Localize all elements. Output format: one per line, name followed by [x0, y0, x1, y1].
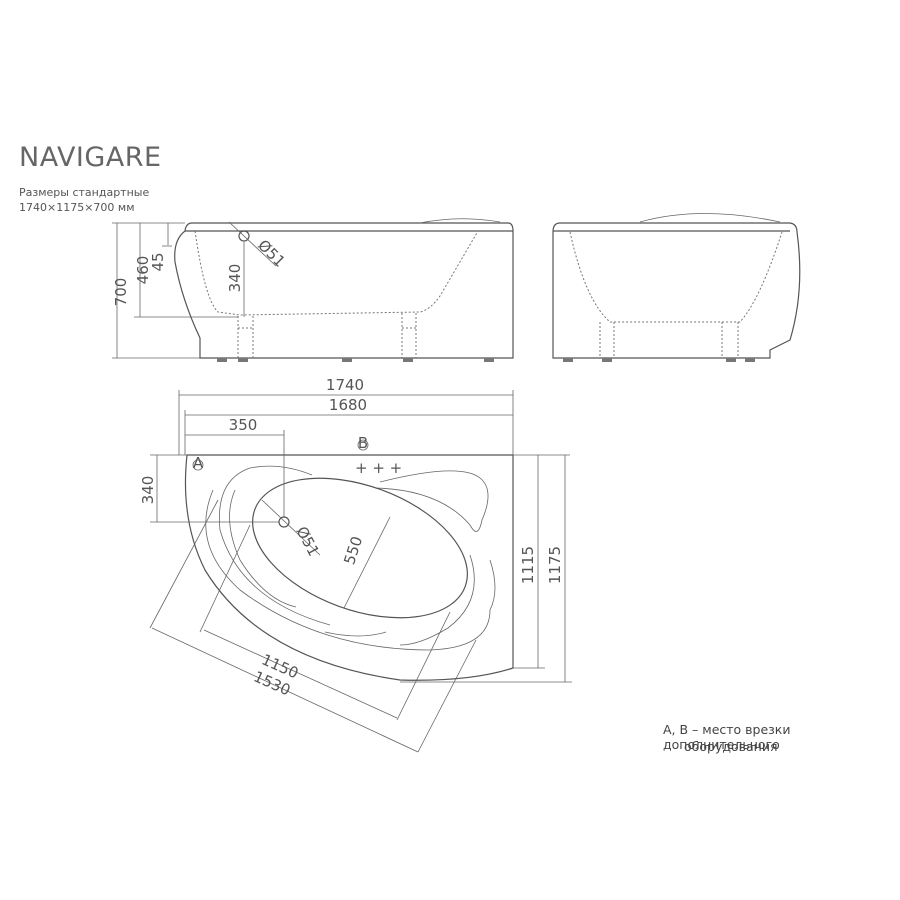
dim-700: 700	[112, 278, 130, 307]
dim-d51-side: Ø51	[254, 236, 289, 271]
svg-text:+ + +: + + +	[355, 459, 402, 477]
side-view-left: 700 460 45 340 Ø51	[112, 218, 514, 362]
top-view: A B + + + 1740 1680 350 340 Ø51 550 1115…	[139, 376, 572, 753]
dim-550: 550	[340, 534, 366, 567]
dim-45: 45	[149, 252, 167, 271]
dim-1680: 1680	[329, 396, 367, 414]
dim-340: 340	[226, 264, 244, 293]
marker-b: B	[358, 434, 368, 452]
note-line-2: оборудования	[684, 739, 778, 754]
dimensions-text: 1740×1175×700 мм	[19, 201, 135, 214]
dim-1115: 1115	[519, 546, 537, 584]
product-title: NAVIGARE	[19, 142, 162, 173]
dim-350: 350	[229, 416, 258, 434]
dim-340-top: 340	[139, 476, 157, 505]
side-view-right	[552, 213, 801, 362]
dim-460: 460	[134, 256, 152, 285]
dim-1175: 1175	[546, 546, 564, 584]
dim-1740: 1740	[326, 376, 364, 394]
subtitle: Размеры стандартные	[19, 186, 150, 199]
note-line-1: A, B – место врезки дополнительного	[663, 722, 791, 752]
marker-a: A	[193, 454, 204, 472]
